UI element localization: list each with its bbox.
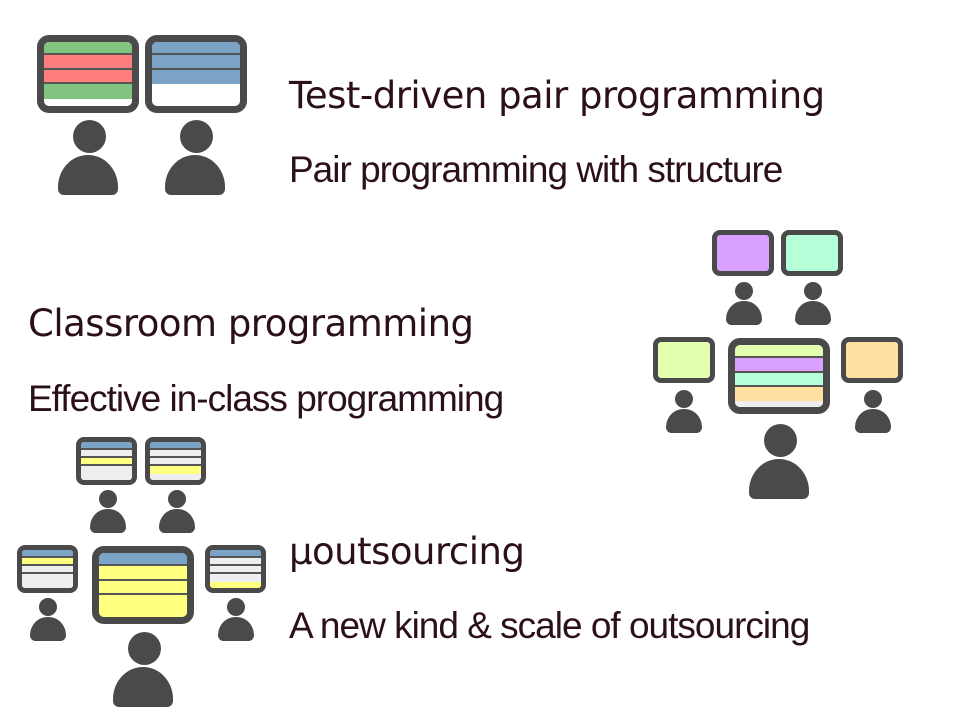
section-title-classroom: Classroom programming bbox=[28, 302, 474, 345]
monitor-icon bbox=[841, 337, 903, 383]
section-title-outsourcing: μoutsourcing bbox=[289, 530, 525, 573]
section-title-tdpp: Test-driven pair programming bbox=[289, 74, 825, 117]
section-subtitle-outsourcing: A new kind & scale of outsourcing bbox=[289, 605, 810, 646]
monitor-icon bbox=[712, 230, 774, 276]
monitor-icon bbox=[145, 437, 206, 485]
monitor-icon bbox=[17, 545, 78, 593]
monitor-icon bbox=[205, 545, 266, 593]
monitor-icon bbox=[37, 35, 139, 113]
monitor-icon bbox=[781, 230, 843, 276]
monitor-icon bbox=[653, 337, 715, 383]
section-subtitle-tdpp: Pair programming with structure bbox=[289, 149, 783, 190]
section-subtitle-classroom: Effective in-class programming bbox=[28, 378, 504, 419]
monitor-icon bbox=[76, 437, 137, 485]
monitor-icon bbox=[145, 35, 247, 113]
monitor-icon bbox=[92, 546, 194, 624]
monitor-icon bbox=[728, 338, 830, 414]
